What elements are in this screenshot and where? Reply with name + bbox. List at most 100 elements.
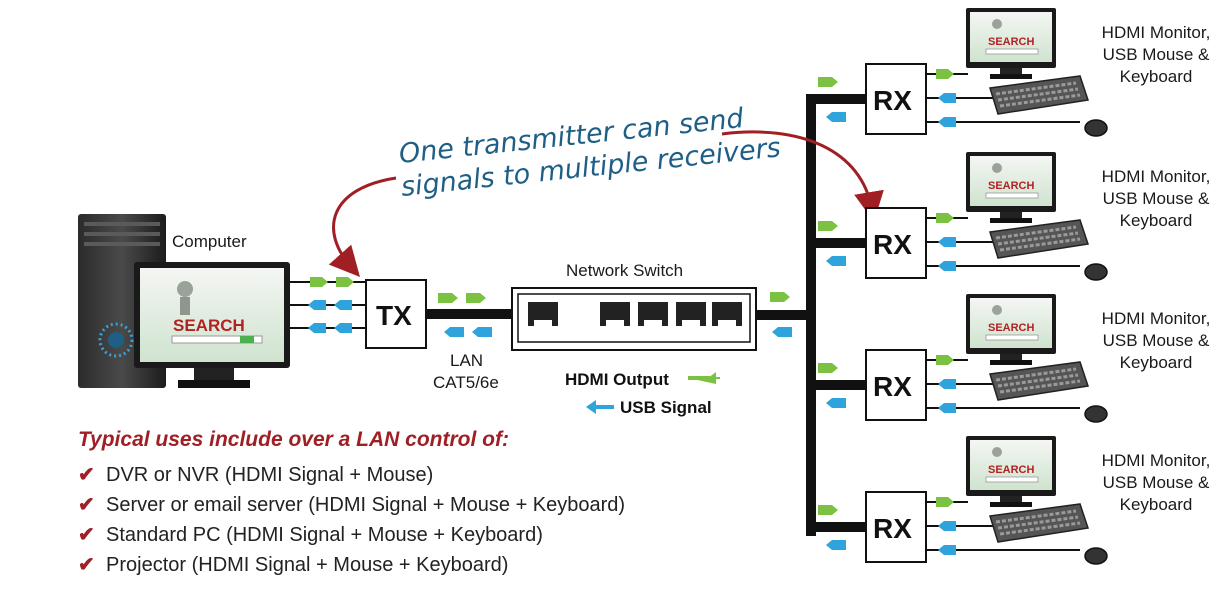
list-item: ✔Standard PC (HDMI Signal + Mouse + Keyb… bbox=[78, 520, 625, 550]
switch-port bbox=[528, 302, 558, 328]
receiver-unit: RX SEARCH HDMI Monitor,USB Mouse &Keyboard bbox=[806, 294, 1211, 423]
rx-label: RX bbox=[873, 513, 912, 544]
receiver-unit: RX SEARCH HDMI Monitor, USB Mouse & Keyboard bbox=[806, 152, 1211, 281]
hdmi-arrow bbox=[936, 69, 954, 79]
callout-arrow-to-rx bbox=[721, 130, 884, 222]
callout-arrow-to-tx bbox=[328, 176, 397, 277]
hdmi-arrow bbox=[936, 355, 954, 365]
tx-box bbox=[365, 279, 427, 349]
usb-arrow bbox=[938, 93, 956, 103]
receiver-caption: HDMI Monitor, USB Mouse & Keyboard bbox=[1102, 23, 1211, 86]
mouse bbox=[1084, 263, 1108, 281]
pc-screen bbox=[140, 268, 284, 362]
list-item: ✔DVR or NVR (HDMI Signal + Mouse) bbox=[78, 460, 625, 490]
usb-arrow bbox=[826, 256, 846, 266]
lan-cable-type-label: CAT5/6e bbox=[433, 373, 499, 392]
usb-arrow bbox=[308, 323, 326, 333]
network-switch-label: Network Switch bbox=[566, 261, 683, 280]
search-logo: SEARCH bbox=[988, 322, 1035, 334]
hdmi-arrow bbox=[936, 213, 954, 223]
pc-search-logo: SEARCH bbox=[173, 316, 245, 335]
rx-label: RX bbox=[873, 371, 912, 402]
hdmi-arrow bbox=[336, 277, 354, 287]
branch-cable bbox=[806, 380, 866, 390]
usb-arrow bbox=[334, 323, 352, 333]
usb-arrow bbox=[826, 398, 846, 408]
mouse bbox=[1084, 119, 1108, 137]
rx-box bbox=[865, 207, 927, 279]
list-item: ✔ Projector (HDMI Signal + Mouse + Keyboa… bbox=[78, 550, 625, 580]
usb-arrow bbox=[444, 327, 464, 337]
usb-arrow bbox=[334, 300, 352, 310]
hdmi-arrow bbox=[818, 77, 838, 87]
keyboard bbox=[989, 361, 1089, 401]
receiver-caption-line: Keyboard bbox=[1120, 67, 1193, 86]
keyboard bbox=[989, 75, 1089, 115]
usb-arrow bbox=[938, 117, 956, 127]
rx-box bbox=[865, 63, 927, 135]
hdmi-arrow bbox=[818, 363, 838, 373]
usb-arrow bbox=[938, 261, 956, 271]
hdmi-monitor: SEARCH bbox=[966, 8, 1056, 79]
receiver-caption-line: USB Mouse & bbox=[1103, 45, 1210, 64]
hdmi-monitor: SEARCH bbox=[966, 436, 1056, 507]
typical-uses-title: Typical uses include over a LAN control … bbox=[78, 428, 509, 451]
receiver-caption-line: Keyboard bbox=[1120, 211, 1193, 230]
list-item: ✔Server or email server (HDMI Signal + M… bbox=[78, 490, 625, 520]
receiver-caption: HDMI Monitor, USB Mouse & Keyboard bbox=[1102, 167, 1211, 230]
hdmi-arrow bbox=[770, 292, 790, 302]
receiver-caption-line: Keyboard bbox=[1120, 495, 1193, 514]
usb-arrow bbox=[938, 403, 956, 413]
typical-uses-list: ✔DVR or NVR (HDMI Signal + Mouse) ✔Serve… bbox=[78, 460, 625, 580]
hdmi-monitor: SEARCH bbox=[966, 294, 1056, 365]
search-logo: SEARCH bbox=[988, 36, 1035, 48]
usb-arrow bbox=[938, 237, 956, 247]
network-switch bbox=[511, 287, 757, 351]
receiver-caption-line: USB Mouse & bbox=[1103, 189, 1210, 208]
usb-legend-arrow bbox=[586, 400, 614, 414]
keyboard bbox=[989, 503, 1089, 543]
check-icon: ✔ bbox=[78, 494, 95, 516]
mouse bbox=[1084, 547, 1108, 565]
hdmi-arrow bbox=[466, 293, 486, 303]
lan-cable bbox=[426, 309, 514, 319]
receiver-unit: RX SEARCH HDMI Monitor, USB Mouse & Keyboard bbox=[806, 436, 1211, 565]
hdmi-arrow bbox=[438, 293, 458, 303]
hdmi-arrow bbox=[310, 277, 328, 287]
lan-label: LAN bbox=[450, 351, 483, 370]
trunk-cable bbox=[806, 94, 816, 536]
receiver-caption-line: USB Mouse & bbox=[1103, 473, 1210, 492]
check-icon: ✔ bbox=[78, 554, 95, 576]
receiver-caption-line: HDMI Monitor, bbox=[1102, 309, 1211, 328]
usb-arrow bbox=[938, 521, 956, 531]
receivers: RX SEARCH HDMI Monitor, USB Mouse & Keyboard… bbox=[806, 8, 1211, 565]
switch-port bbox=[600, 302, 630, 328]
branch-cable bbox=[806, 522, 866, 532]
lan-cable bbox=[756, 310, 812, 320]
computer-label: Computer bbox=[172, 232, 247, 251]
search-logo: SEARCH bbox=[988, 464, 1035, 476]
receiver-caption-line: HDMI Monitor, bbox=[1102, 451, 1211, 470]
receiver-caption-line: HDMI Monitor, bbox=[1102, 23, 1211, 42]
usb-arrow bbox=[472, 327, 492, 337]
tx-label: TX bbox=[376, 300, 412, 331]
receiver-caption: HDMI Monitor, USB Mouse & Keyboard bbox=[1102, 451, 1211, 514]
usb-arrow bbox=[772, 327, 792, 337]
legend-hdmi-label: HDMI Output bbox=[565, 370, 669, 389]
usb-arrow bbox=[826, 112, 846, 122]
hdmi-arrow bbox=[818, 505, 838, 515]
list-item-label: Projector (HDMI Signal + Mouse + Keyboar… bbox=[106, 554, 509, 576]
receiver-caption: HDMI Monitor,USB Mouse &Keyboard bbox=[1102, 309, 1211, 372]
branch-cable bbox=[806, 94, 866, 104]
branch-cable bbox=[806, 238, 866, 248]
search-logo: SEARCH bbox=[988, 180, 1035, 192]
hdmi-arrow bbox=[818, 221, 838, 231]
keyboard bbox=[989, 219, 1089, 259]
rx-label: RX bbox=[873, 229, 912, 260]
list-item-label: Standard PC (HDMI Signal + Mouse + Keybo… bbox=[106, 524, 543, 546]
usb-arrow bbox=[826, 540, 846, 550]
usb-arrow bbox=[938, 545, 956, 555]
check-icon: ✔ bbox=[78, 464, 95, 486]
receiver-caption-line: HDMI Monitor, bbox=[1102, 167, 1211, 186]
